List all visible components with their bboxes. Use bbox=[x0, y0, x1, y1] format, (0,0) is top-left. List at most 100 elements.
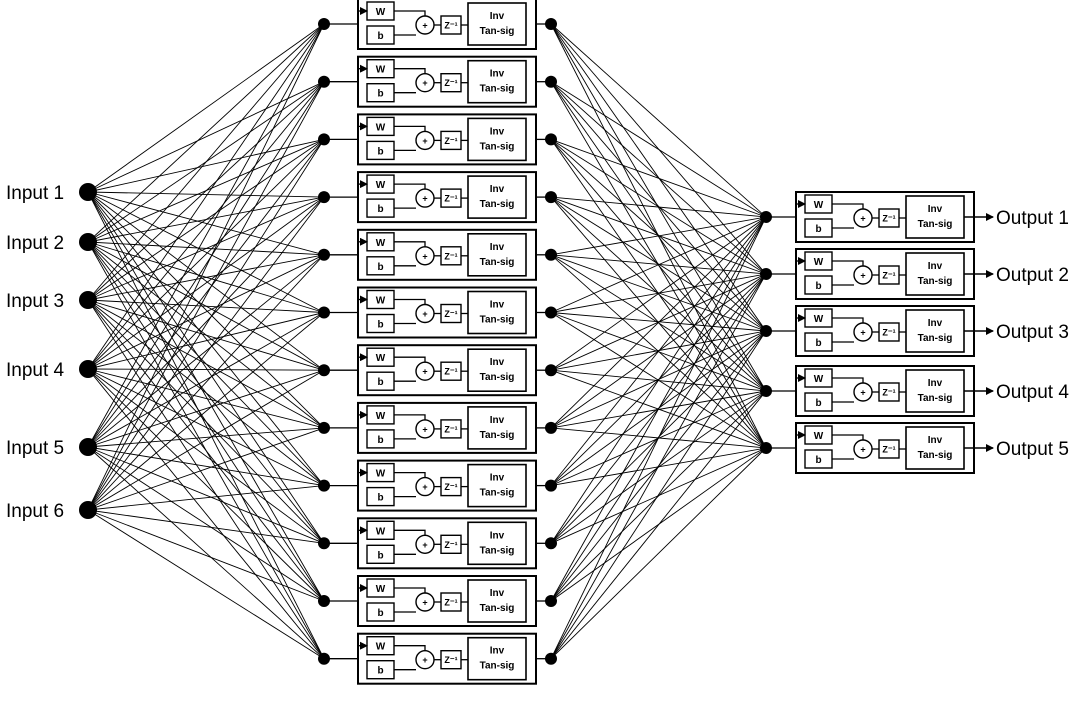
activation-box bbox=[467, 348, 527, 393]
delay-label: Z⁻¹ bbox=[444, 540, 457, 550]
connection-line bbox=[87, 299, 325, 544]
weight-to-sum-line bbox=[394, 471, 426, 478]
connection-line bbox=[87, 446, 325, 660]
connection-line bbox=[87, 254, 325, 511]
connection-line bbox=[87, 509, 325, 602]
weight-to-sum-line bbox=[394, 587, 426, 593]
bias-label: b bbox=[377, 31, 383, 42]
sum-label: + bbox=[422, 424, 427, 434]
delay-label: Z⁻¹ bbox=[444, 21, 457, 31]
weight-label: W bbox=[814, 374, 824, 385]
connection-line bbox=[87, 191, 325, 198]
connection-line bbox=[87, 81, 325, 448]
delay-label: Z⁻¹ bbox=[444, 194, 457, 204]
activation-label-line2: Tan-sig bbox=[480, 26, 515, 37]
delay-label: Z⁻¹ bbox=[444, 367, 457, 377]
hidden-output-node bbox=[545, 75, 557, 88]
connection-line bbox=[87, 312, 325, 511]
bias-label: b bbox=[815, 338, 821, 349]
activation-box bbox=[467, 290, 527, 335]
activation-label-line2: Tan-sig bbox=[480, 141, 515, 152]
bias-label: b bbox=[377, 666, 383, 677]
activation-label-line1: Inv bbox=[490, 11, 505, 22]
sum-label: + bbox=[860, 388, 865, 398]
weight-to-sum-line bbox=[394, 68, 426, 74]
activation-label-line2: Tan-sig bbox=[480, 603, 515, 614]
hidden-output-node bbox=[545, 595, 557, 607]
input-label-1: Input 1 bbox=[6, 183, 64, 204]
hidden-input-node bbox=[318, 652, 330, 665]
delay-label: Z⁻¹ bbox=[444, 251, 457, 261]
weight-to-sum-line bbox=[832, 203, 864, 209]
sum-label: + bbox=[422, 309, 427, 319]
connection-line bbox=[87, 369, 325, 448]
delay-label: Z⁻¹ bbox=[444, 424, 457, 434]
connection-line bbox=[87, 139, 325, 448]
bias-label: b bbox=[377, 435, 383, 446]
activation-label-line1: Inv bbox=[490, 415, 505, 426]
weight-to-sum-line bbox=[394, 298, 426, 305]
activation-label-line1: Inv bbox=[928, 261, 943, 272]
connection-line bbox=[87, 191, 325, 544]
activation-label-line1: Inv bbox=[928, 318, 943, 329]
weight-label: W bbox=[376, 296, 386, 307]
weight-to-sum-line bbox=[394, 356, 426, 363]
delay-label: Z⁻¹ bbox=[444, 136, 457, 146]
output-label-2: Output 2 bbox=[996, 265, 1069, 286]
connection-line bbox=[87, 191, 325, 313]
connection-line bbox=[87, 23, 325, 511]
hidden-output-node bbox=[545, 133, 557, 146]
connection-line bbox=[87, 191, 325, 371]
connection-line bbox=[550, 216, 767, 429]
activation-box bbox=[467, 117, 527, 162]
connection-line bbox=[87, 312, 325, 448]
activation-label-line1: Inv bbox=[928, 204, 943, 215]
connection-line bbox=[550, 216, 767, 256]
bias-label: b bbox=[377, 608, 383, 619]
output-label-3: Output 3 bbox=[996, 322, 1069, 343]
connection-line bbox=[550, 81, 767, 218]
output-input-node bbox=[760, 268, 772, 280]
weight-to-sum-line bbox=[394, 10, 426, 16]
connection-line bbox=[550, 138, 767, 218]
input-label-5: Input 5 bbox=[6, 438, 64, 459]
hidden-output-node bbox=[545, 652, 557, 665]
sum-label: + bbox=[422, 482, 427, 492]
hidden-output-node bbox=[545, 306, 557, 319]
hidden-input-node bbox=[318, 75, 330, 88]
weight-to-sum-line bbox=[832, 434, 864, 440]
connection-line bbox=[550, 216, 767, 371]
connection-line bbox=[87, 191, 325, 429]
sum-label: + bbox=[860, 271, 865, 281]
activation-box bbox=[467, 636, 527, 681]
connection-line bbox=[87, 368, 325, 544]
delay-label: Z⁻¹ bbox=[444, 78, 457, 88]
bias-label: b bbox=[815, 224, 821, 235]
delay-label: Z⁻¹ bbox=[882, 388, 895, 398]
connection-line bbox=[87, 23, 325, 370]
input-label-6: Input 6 bbox=[6, 501, 64, 522]
connection-line bbox=[87, 139, 325, 511]
activation-box bbox=[467, 463, 527, 508]
delay-label: Z⁻¹ bbox=[882, 271, 895, 281]
hidden-input-node bbox=[318, 191, 330, 204]
connection-line bbox=[550, 216, 767, 544]
hidden-input-node bbox=[318, 306, 330, 319]
activation-box bbox=[467, 59, 527, 104]
bias-label: b bbox=[377, 204, 383, 215]
connection-line bbox=[87, 312, 325, 370]
hidden-input-node bbox=[318, 595, 330, 607]
connection-line bbox=[550, 390, 767, 659]
connection-line bbox=[87, 509, 325, 660]
activation-label-line2: Tan-sig bbox=[480, 661, 515, 672]
weight-label: W bbox=[376, 584, 386, 595]
weight-to-sum-line bbox=[832, 260, 864, 266]
activation-label-line2: Tan-sig bbox=[918, 219, 953, 230]
weight-label: W bbox=[376, 353, 386, 364]
connection-line bbox=[87, 191, 325, 602]
